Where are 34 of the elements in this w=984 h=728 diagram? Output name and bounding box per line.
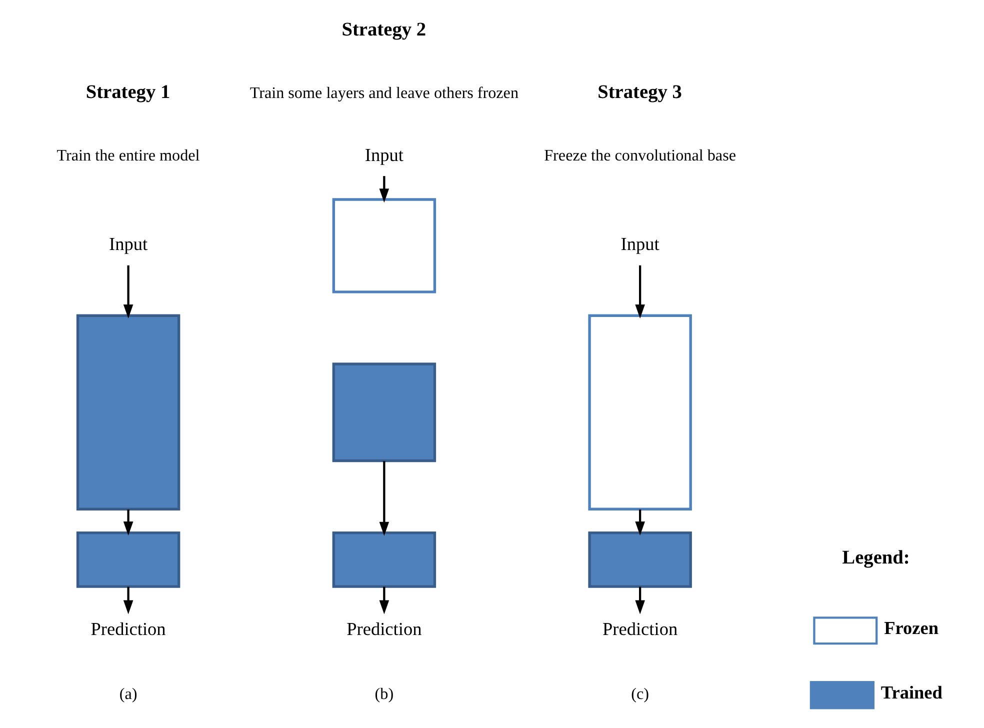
- arrow: [378, 460, 389, 536]
- legend-label: Trained: [880, 682, 942, 702]
- node-text: Prediction: [90, 619, 166, 640]
- label: Strategy 2: [341, 19, 426, 40]
- arrow: [634, 265, 644, 318]
- label: (c): [630, 686, 649, 703]
- arrow: [122, 586, 133, 614]
- label: Strategy 3: [597, 82, 682, 103]
- arrow: [122, 509, 133, 536]
- node-box: [332, 531, 436, 588]
- node-text: Input: [620, 234, 659, 254]
- label: (a): [118, 686, 137, 703]
- node-box: [588, 531, 692, 588]
- label: Freeze the convolutional base: [544, 147, 736, 164]
- node-text: Input: [364, 144, 403, 165]
- label: Train the entire model: [56, 147, 200, 164]
- node-box: [332, 362, 436, 462]
- node-box: [76, 531, 180, 588]
- arrow: [378, 176, 389, 203]
- label: Legend:: [842, 547, 910, 568]
- node-box: [76, 314, 180, 510]
- node-text: Prediction: [346, 619, 422, 640]
- label: Strategy 1: [85, 82, 170, 103]
- arrow: [122, 265, 133, 319]
- arrow: [634, 586, 644, 614]
- arrow: [634, 509, 644, 536]
- node-box: [588, 314, 692, 510]
- label: (b): [374, 686, 394, 703]
- node-text: Input: [108, 234, 148, 254]
- node-box: [332, 198, 436, 294]
- legend-label: Frozen: [884, 618, 938, 638]
- node-text: Prediction: [602, 619, 678, 640]
- arrow: [378, 586, 389, 614]
- label: Train some layers and leave others frozen: [249, 84, 518, 102]
